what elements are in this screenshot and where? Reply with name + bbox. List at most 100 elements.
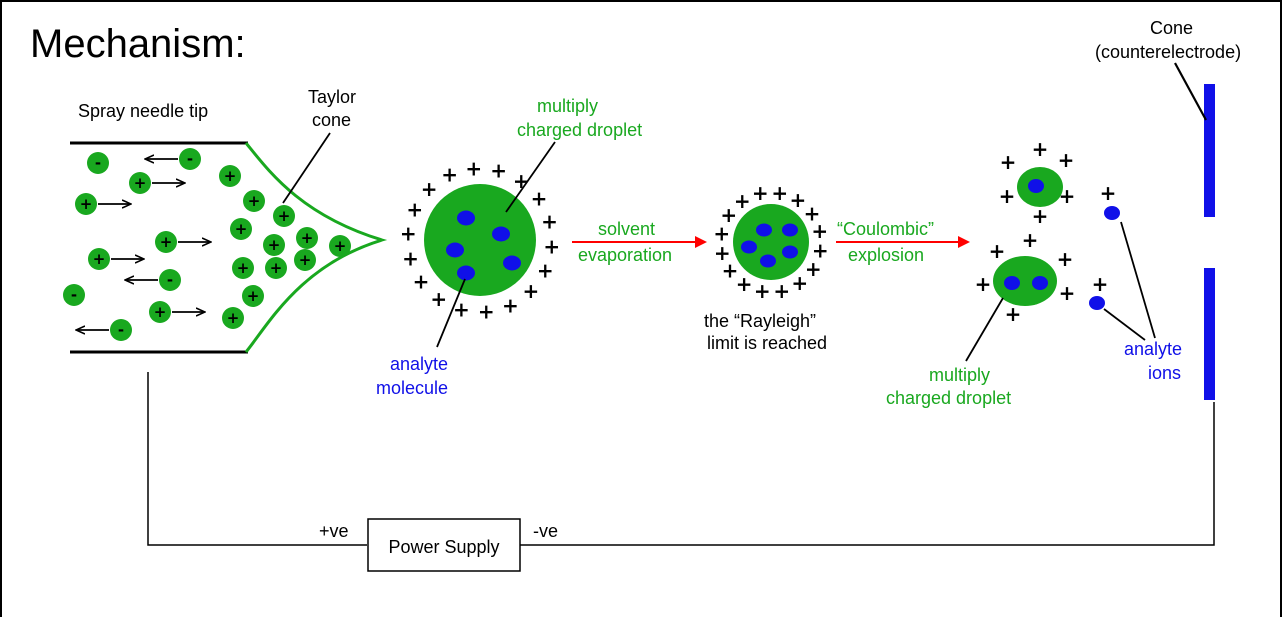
needle-ion: + — [273, 205, 295, 227]
surface-charge: + — [523, 279, 540, 303]
ion-body — [155, 231, 177, 253]
needle-ion: + — [265, 257, 287, 279]
droplet-top-pointer — [505, 141, 556, 213]
ion-charge: + — [299, 251, 312, 269]
needle-ion: + — [294, 249, 316, 271]
ion-body — [110, 319, 132, 341]
ion-body — [296, 227, 318, 249]
droplet-top-label-line2: charged droplet — [517, 120, 642, 140]
ion-body — [159, 269, 181, 291]
ion-charge: + — [237, 259, 250, 277]
ion-body — [273, 205, 295, 227]
surface-charge: + — [1032, 204, 1049, 228]
ion-charge: + — [235, 220, 248, 238]
small-droplet-lower — [993, 256, 1057, 306]
ion-body — [243, 190, 265, 212]
analyte-ion-upper — [1104, 206, 1120, 220]
small-droplet-lower-analyte-2 — [1032, 276, 1048, 290]
ion-body — [87, 152, 109, 174]
needle-ion: + — [296, 227, 318, 249]
analyte-molecule-pointer — [436, 278, 466, 348]
surface-charge: + — [720, 203, 737, 227]
analyte-ions-label-line2: ions — [1148, 363, 1181, 383]
surface-charge: + — [421, 177, 438, 201]
droplet-bottom-label-line2: charged droplet — [886, 388, 1011, 408]
ion-body — [219, 165, 241, 187]
counterelectrode-plate-lower — [1204, 268, 1215, 400]
surface-charge: + — [1005, 302, 1022, 326]
surface-charge: + — [999, 184, 1016, 208]
circuit-wire — [147, 372, 1215, 546]
large-droplet-body — [424, 184, 536, 296]
needle-ion: + — [329, 235, 351, 257]
needle-ion: - — [77, 319, 132, 341]
surface-charge: + — [773, 279, 790, 303]
surface-charge: + — [714, 241, 731, 265]
surface-charge: + — [1022, 228, 1039, 252]
cone-label-line2: (counterelectrode) — [1095, 42, 1241, 62]
surface-charge: + — [413, 269, 430, 293]
surface-charge: + — [541, 209, 558, 233]
surface-charge: + — [812, 239, 829, 263]
ion-body — [294, 249, 316, 271]
analyte-molecule — [457, 210, 475, 226]
surface-charge: + — [752, 181, 769, 205]
rayleigh-label-line2: limit is reached — [707, 333, 827, 353]
analyte-molecule-label-line2: molecule — [376, 378, 448, 398]
needle-ion: + — [155, 231, 210, 253]
ion-charge: + — [301, 229, 314, 247]
surface-charge: + — [502, 293, 519, 317]
surface-charge: + — [537, 258, 554, 282]
slide-title: Mechanism: — [30, 22, 246, 66]
ion-body — [222, 307, 244, 329]
surface-charge: + — [805, 257, 822, 281]
ion-body — [129, 172, 151, 194]
analyte-molecule — [457, 265, 475, 281]
ion-body — [242, 285, 264, 307]
positive-terminal-label: +ve — [319, 521, 349, 541]
large-droplet-charges: ++++++++++++++++++ — [400, 156, 560, 323]
analyte-ions-pointer-upper — [1120, 221, 1156, 339]
ion-charge: - — [187, 150, 193, 168]
surface-charge: + — [513, 169, 530, 193]
ion-charge: + — [278, 207, 291, 225]
surface-charge: + — [975, 272, 992, 296]
surface-charge: + — [1057, 247, 1074, 271]
ion-charge: + — [80, 195, 93, 213]
needle-ion: + — [88, 248, 143, 270]
surface-charge: + — [734, 189, 751, 213]
surface-charge: + — [490, 159, 507, 183]
large-droplet-analytes — [446, 210, 521, 281]
ion-charge: - — [167, 271, 173, 289]
needle-ion: + — [263, 234, 285, 256]
needle-ion: - — [87, 152, 109, 174]
coulombic-label-line1: “Coulombic” — [837, 219, 934, 239]
surface-charge: + — [543, 234, 560, 258]
ion-body — [63, 284, 85, 306]
ion-body — [149, 301, 171, 323]
ion-charge: - — [71, 286, 77, 304]
surface-charge: + — [402, 247, 419, 271]
analyte-molecule — [760, 254, 776, 268]
surface-charge: + — [430, 287, 447, 311]
ion-charge: + — [268, 236, 281, 254]
ion-body — [232, 257, 254, 279]
needle-ion: + — [232, 257, 254, 279]
small-droplet-lower-body — [993, 256, 1057, 306]
power-supply-box — [367, 518, 521, 572]
ion-charge: - — [118, 321, 124, 339]
small-droplet-upper-analyte — [1028, 179, 1044, 193]
large-charged-droplet: ++++++++++++++++++ — [400, 156, 560, 323]
analyte-molecule — [741, 240, 757, 254]
surface-charge: + — [531, 187, 548, 211]
ion-charge: + — [224, 167, 237, 185]
needle-ion: + — [129, 172, 184, 194]
needle-ion: + — [75, 193, 130, 215]
ion-body — [75, 193, 97, 215]
surface-charge: + — [1059, 281, 1076, 305]
needle-tip-label: Spray needle tip — [78, 101, 208, 121]
needle-ion: - — [63, 284, 85, 306]
rayleigh-droplet: ++++++++++++++++ — [713, 181, 828, 303]
needle-ion: - — [146, 148, 201, 170]
surface-charge: + — [453, 298, 470, 322]
